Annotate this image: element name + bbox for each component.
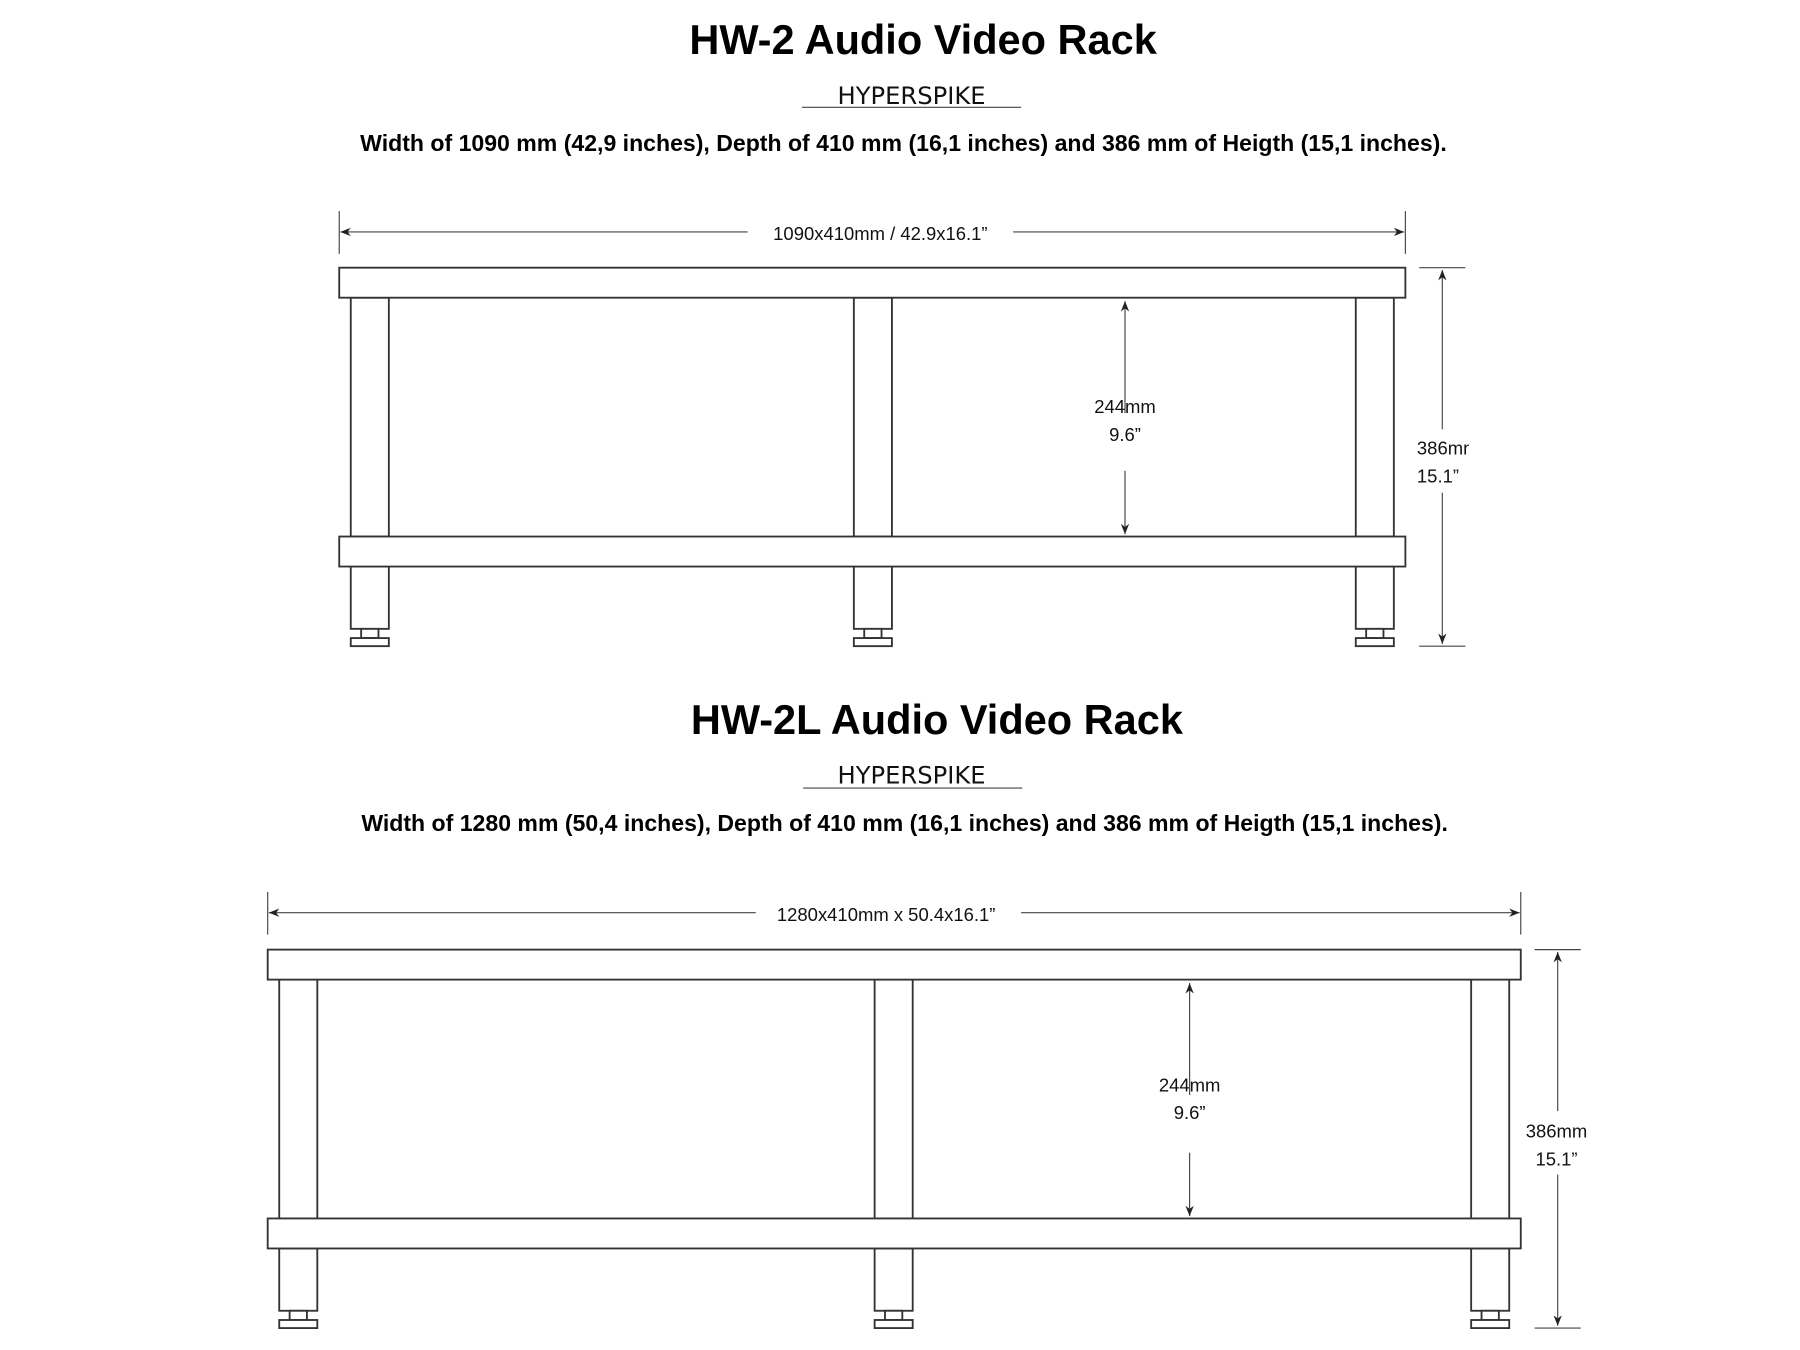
rack-description: Width of 1090 mm (42,9 inches), Depth of… (360, 130, 1447, 156)
spike-stem (884, 1309, 904, 1321)
total-height-in-label: 15.1” (1536, 1148, 1578, 1169)
rack-foot-post (278, 1247, 319, 1312)
brand-name: HYPERSPIKE (838, 82, 986, 110)
rack-foot-post (852, 565, 893, 630)
spike-stem (863, 627, 883, 639)
width-dimension-label: 1280x410mm x 50.4x16.1” (777, 904, 996, 925)
spike-base (349, 637, 390, 648)
inner-height-in-label: 9.6” (1109, 424, 1141, 445)
rack-leg (278, 978, 319, 1220)
spike-base (1470, 1319, 1511, 1329)
rack-leg (1354, 296, 1395, 538)
total-height-mm-label: 386mm (1417, 438, 1479, 459)
rack-leg (873, 978, 914, 1220)
width-dimension-label: 1090x410mm / 42.9x16.1” (773, 223, 987, 244)
inner-height-in-label: 9.6” (1174, 1102, 1206, 1123)
rack-foot-post (1470, 1247, 1511, 1312)
total-height-in-label: 15.1” (1417, 465, 1459, 486)
spike-base (1354, 637, 1395, 648)
inner-height-mm-label: 244mm (1159, 1075, 1221, 1096)
bottom-shelf (266, 1217, 1522, 1250)
top-shelf (266, 948, 1522, 981)
spike-base (873, 1319, 914, 1329)
bottom-shelf (338, 535, 1407, 568)
spike-stem (1480, 1309, 1500, 1321)
rack-drawing (338, 211, 1466, 648)
rack-foot-post (349, 565, 390, 630)
brand-name: HYPERSPIKE (838, 761, 986, 789)
rack-leg (1470, 978, 1511, 1220)
spike-stem (288, 1309, 308, 1321)
rack-foot-post (1354, 565, 1395, 630)
rack-title: HW-2L Audio Video Rack (691, 696, 1184, 743)
rack-title: HW-2 Audio Video Rack (689, 16, 1157, 63)
spike-base (278, 1319, 319, 1329)
top-shelf (338, 266, 1407, 299)
rack-drawing (266, 891, 1581, 1329)
rack-leg (852, 296, 893, 538)
spike-stem (1365, 627, 1385, 639)
total-height-mm-label: 386mm (1526, 1121, 1588, 1142)
rack-description: Width of 1280 mm (50,4 inches), Depth of… (361, 810, 1448, 836)
inner-height-mm-label: 244mm (1094, 396, 1156, 417)
spike-base (852, 637, 893, 648)
rack-foot-post (873, 1247, 914, 1312)
rack-leg (349, 296, 390, 538)
spike-stem (360, 627, 380, 639)
